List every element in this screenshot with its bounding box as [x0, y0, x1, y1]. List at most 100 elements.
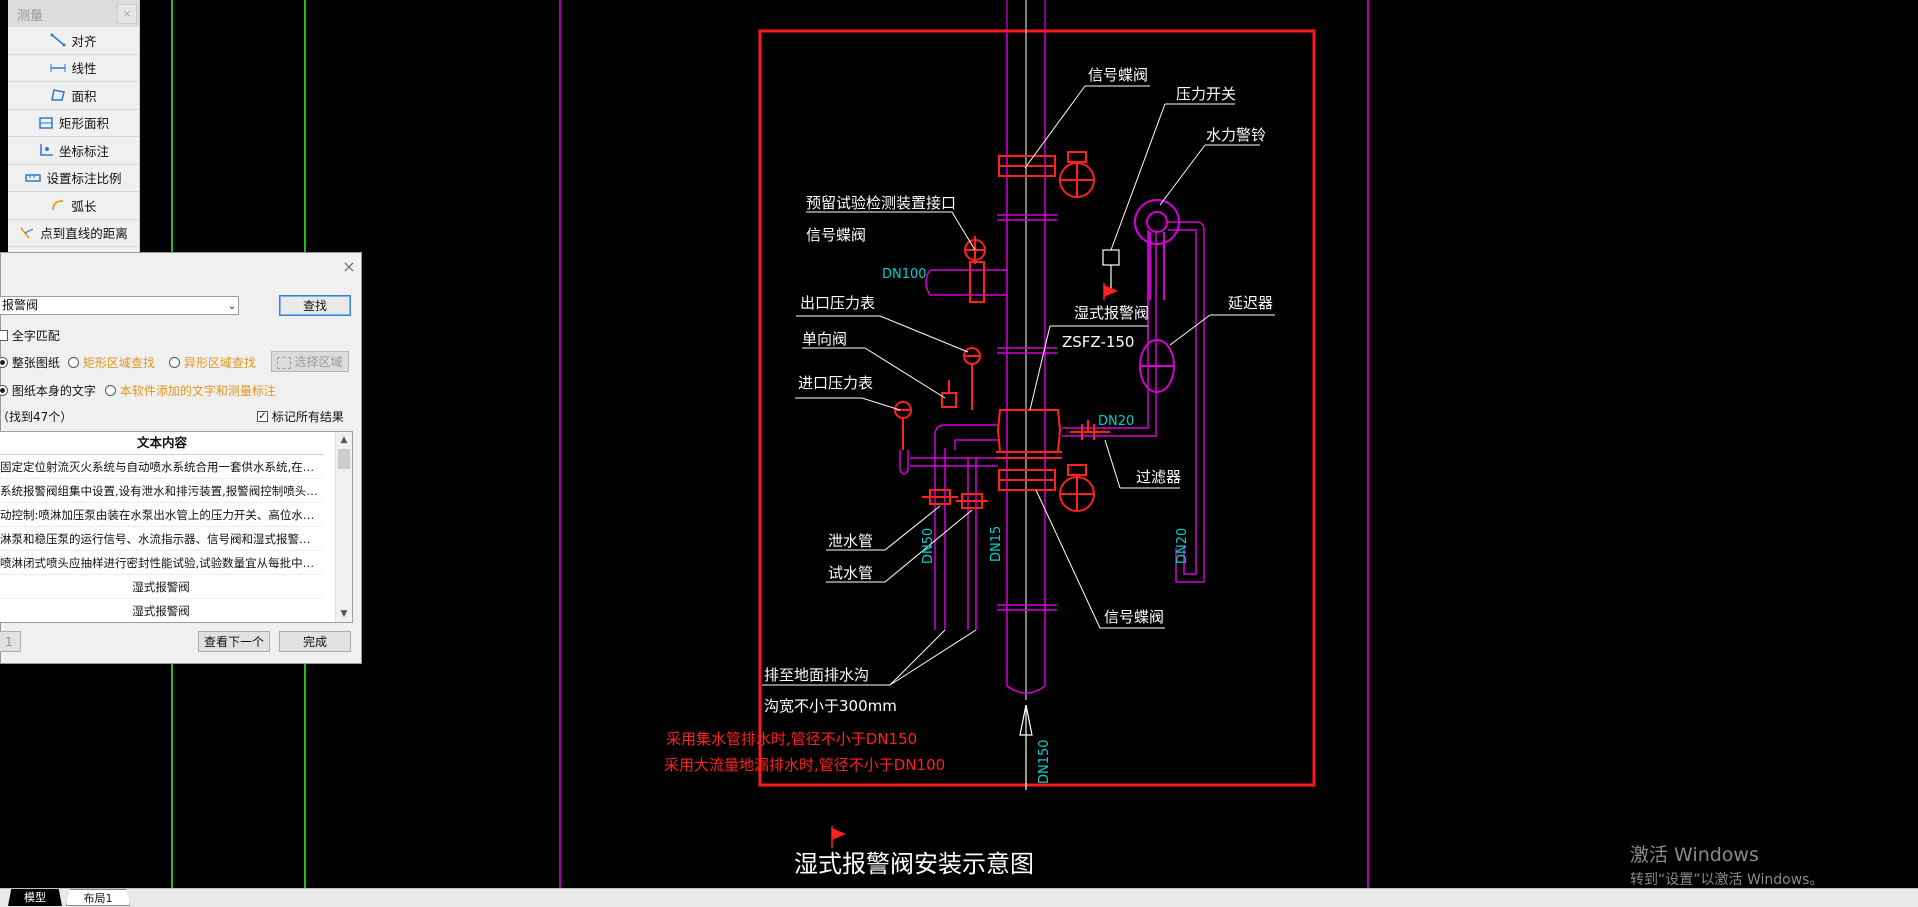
select-area-button[interactable]: 选择区域	[271, 351, 349, 372]
label-test-pipe: 试水管	[828, 564, 873, 582]
measure-area-label: 面积	[71, 88, 97, 104]
flag-marker-2	[832, 828, 846, 840]
results-scrollbar[interactable]: ▲ ▼	[335, 432, 352, 622]
point-to-line-icon	[20, 227, 34, 239]
scope-whole-option[interactable]: 整张图纸	[0, 354, 60, 371]
pressure-switch-symbol	[1102, 249, 1120, 290]
label-note-2: 采用大流量地漏排水时,管径不小于DN100	[664, 756, 945, 774]
results-list[interactable]: 文本内容 固定定位射流灭火系统与自动喷水系统合用一套供水系统,在… 系统报警阀组…	[0, 431, 353, 623]
linear-icon	[50, 63, 66, 72]
label-model: ZSFZ-150	[1062, 333, 1134, 351]
drawing-frame	[758, 29, 1316, 787]
result-row[interactable]: 淋泵和稳压泵的运行信号、水流指示器、信号阀和湿式报警…	[0, 527, 322, 551]
whole-word-option[interactable]: 全字匹配	[0, 327, 60, 344]
label-test-interface: 预留试验检测装置接口	[806, 194, 956, 212]
measure-point-to-line-button[interactable]: 点到直线的距离	[8, 220, 139, 247]
dim-dn20-right: DN20	[1175, 528, 1190, 564]
source-added-radio[interactable]	[105, 385, 116, 396]
source-added-option[interactable]: 本软件添加的文字和测量标注	[105, 382, 276, 399]
tab-model[interactable]: 模型	[8, 889, 62, 906]
cad-drawing-canvas[interactable]: 信号蝶阀 压力开关 水力警铃 预留试验检测装置接口 信号蝶阀 出口压力表 湿式报…	[0, 0, 1918, 888]
chevron-down-icon[interactable]: ⌄	[227, 299, 237, 312]
measure-coordinate-button[interactable]: 坐标标注	[8, 137, 139, 165]
measure-set-scale-button[interactable]: 设置标注比例	[8, 165, 139, 192]
watermark-line-1: 激活 Windows	[1630, 844, 1759, 866]
tab-layout1[interactable]: 布局1	[66, 889, 130, 906]
find-button[interactable]: 查找	[279, 295, 351, 316]
label-pressure-switch: 压力开关	[1176, 85, 1236, 103]
measure-arc-length-button[interactable]: 弧长	[8, 192, 139, 220]
source-added-label: 本软件添加的文字和测量标注	[119, 384, 276, 398]
measure-align-button[interactable]: 对齐	[8, 27, 139, 55]
align-icon	[50, 33, 66, 47]
rect-area-icon	[39, 117, 53, 129]
scope-irregular-option[interactable]: 异形区域查找	[169, 354, 256, 371]
label-note-1: 采用集水管排水时,管径不小于DN150	[666, 730, 917, 748]
label-outlet-pressure-gauge: 出口压力表	[800, 294, 875, 312]
signal-butterfly-valve-top-symbol	[998, 151, 1095, 198]
drain-test-piping	[899, 424, 998, 630]
label-discharge-to-trench: 排至地面排水沟	[764, 666, 869, 684]
source-drawing-option[interactable]: 图纸本身的文字	[0, 382, 96, 399]
measure-area-button[interactable]: 面积	[8, 82, 139, 110]
dim-dn100: DN100	[882, 267, 927, 282]
scope-irregular-radio[interactable]	[169, 357, 180, 368]
measure-panel-close-button[interactable]: ×	[117, 4, 137, 24]
alarm-line-piping	[1062, 221, 1205, 583]
source-drawing-radio[interactable]	[0, 385, 8, 396]
result-row[interactable]: 湿式报警阀	[0, 575, 322, 599]
result-row[interactable]: 喷淋闭式喷头应抽样进行密封性能试验,试验数量宜从每批中…	[0, 551, 322, 575]
filter-symbol	[1070, 420, 1110, 440]
measure-panel: 测量 × 对齐 线性 面积 矩形面积 坐标标注 设置标注比例 弧长 点到直线的距…	[8, 0, 140, 252]
measure-arc-length-label: 弧长	[71, 198, 97, 214]
view-next-button[interactable]: 查看下一个	[198, 631, 270, 652]
result-row[interactable]: 固定定位射流灭火系统与自动喷水系统合用一套供水系统,在…	[0, 455, 322, 479]
found-count-text: （找到47个）	[0, 410, 73, 424]
previous-button[interactable]: 1	[0, 631, 21, 652]
scale-icon	[25, 174, 42, 182]
select-area-label: 选择区域	[294, 355, 343, 369]
result-row[interactable]: 动控制:喷淋加压泵由装在水泵出水管上的压力开关、高位水…	[0, 503, 322, 527]
test-interface-valve	[964, 236, 986, 303]
scope-whole-radio[interactable]	[0, 357, 8, 368]
label-signal-butterfly-valve-bottom: 信号蝶阀	[1104, 608, 1164, 626]
whole-word-checkbox[interactable]	[0, 330, 8, 341]
mark-all-label: 标记所有结果	[271, 410, 344, 424]
result-row[interactable]: 湿式报警阀	[0, 599, 322, 622]
wet-alarm-valve-body	[996, 409, 1062, 459]
mark-all-checkbox[interactable]: ✓	[257, 411, 268, 422]
flag-marker-1	[1104, 285, 1118, 297]
drain-test-valves	[894, 347, 988, 509]
scroll-up-icon[interactable]: ▲	[340, 435, 348, 445]
measure-linear-button[interactable]: 线性	[8, 55, 139, 82]
scroll-thumb[interactable]	[338, 449, 350, 469]
main-riser-pipe	[1006, 0, 1046, 700]
retarder-symbol	[1139, 339, 1175, 393]
label-drain-pipe: 泄水管	[828, 532, 873, 550]
measure-point-to-line-label: 点到直线的距离	[40, 226, 128, 242]
label-check-valve: 单向阀	[802, 330, 847, 348]
measure-linear-label: 线性	[71, 61, 97, 77]
watermark-line-2: 转到“设置”以激活 Windows。	[1630, 872, 1824, 888]
whole-word-label: 全字匹配	[11, 329, 60, 343]
measure-rect-area-button[interactable]: 矩形面积	[8, 110, 139, 137]
scope-rect-radio[interactable]	[68, 357, 79, 368]
search-input[interactable]: 报警阀	[0, 296, 239, 315]
mark-all-option[interactable]: ✓ 标记所有结果	[257, 408, 344, 425]
measure-panel-title: 测量	[17, 9, 44, 24]
leader-lines	[762, 85, 1275, 686]
label-wet-alarm-valve: 湿式报警阀	[1074, 304, 1149, 322]
measure-align-label: 对齐	[71, 33, 97, 49]
inlet-arrow	[1019, 704, 1033, 790]
scope-rect-option[interactable]: 矩形区域查找	[68, 354, 155, 371]
scroll-down-icon[interactable]: ▼	[340, 609, 348, 619]
label-trench-width: 沟宽不小于300mm	[764, 697, 897, 715]
dim-dn50: DN50	[921, 528, 936, 564]
drawing-title: 湿式报警阀安装示意图	[794, 850, 1034, 878]
done-button[interactable]: 完成	[279, 631, 351, 652]
result-row[interactable]: 系统报警阀组集中设置,设有泄水和排污装置,报警阀控制喷头…	[0, 479, 322, 503]
results-column-header: 文本内容	[0, 432, 324, 455]
water-alarm-bell-symbol	[1134, 199, 1180, 300]
dialog-close-button[interactable]: ×	[342, 257, 356, 276]
source-drawing-label: 图纸本身的文字	[11, 384, 96, 398]
